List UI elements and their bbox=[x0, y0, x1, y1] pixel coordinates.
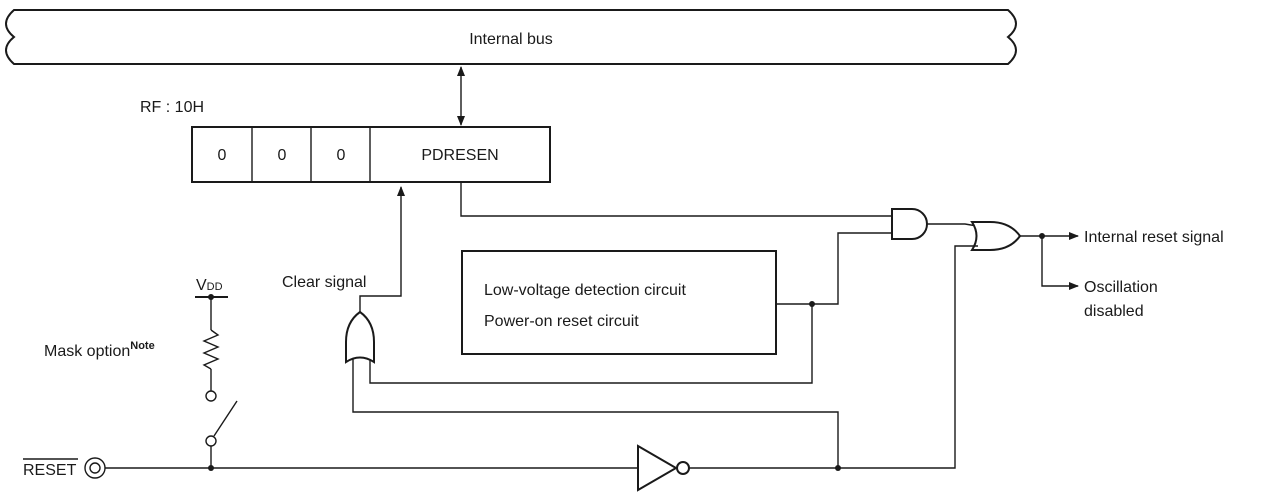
oscillation-label-2: disabled bbox=[1084, 303, 1144, 320]
register-bit-pdresen: PDRESEN bbox=[421, 147, 498, 164]
register-rf10h: 0 0 0 PDRESEN bbox=[191, 126, 551, 183]
reset-pin-inner bbox=[89, 462, 101, 474]
or-gate-output bbox=[970, 221, 1022, 251]
internal-bus: Internal bus bbox=[5, 9, 1017, 65]
register-bit-3: 0 bbox=[218, 147, 227, 164]
inverter-bubble bbox=[676, 461, 690, 475]
reset-to-or-wire bbox=[838, 245, 978, 469]
vdd-label: VDD bbox=[196, 277, 223, 294]
reset-pin-outer bbox=[84, 457, 106, 479]
circuit-line-2: Power-on reset circuit bbox=[484, 313, 639, 330]
register-name: RF : 10H bbox=[140, 99, 204, 116]
internal-bus-label: Internal bus bbox=[469, 31, 553, 48]
oscillation-arrow bbox=[1041, 236, 1079, 290]
detection-circuit-box: Low-voltage detection circuit Power-on r… bbox=[461, 250, 777, 355]
clear-signal-label: Clear signal bbox=[282, 274, 366, 291]
oscillation-label-1: Oscillation bbox=[1084, 279, 1158, 296]
switch-contact-top bbox=[205, 390, 217, 402]
and-gate bbox=[891, 208, 928, 240]
internal-reset-label: Internal reset signal bbox=[1084, 229, 1224, 246]
circuit-line-1: Low-voltage detection circuit bbox=[484, 282, 686, 299]
register-bit-2: 0 bbox=[278, 147, 287, 164]
circuit-to-clear-wire bbox=[369, 304, 813, 384]
reset-pin-label: RESET bbox=[23, 462, 77, 479]
switch-contact-bottom bbox=[205, 435, 217, 447]
clear-signal-wire bbox=[359, 186, 405, 312]
circuit-to-and-wire bbox=[812, 232, 892, 305]
inverter bbox=[637, 444, 678, 492]
pdresen-wire bbox=[460, 182, 892, 217]
or-gate-clear bbox=[345, 310, 375, 364]
mask-option-switch bbox=[213, 400, 238, 437]
reset-to-clear-wire bbox=[352, 358, 839, 468]
and-to-or-wire bbox=[927, 223, 978, 227]
mask-option-label: Mask optionNote bbox=[44, 340, 155, 360]
register-bit-1: 0 bbox=[337, 147, 346, 164]
pull-up-resistor bbox=[202, 329, 220, 370]
